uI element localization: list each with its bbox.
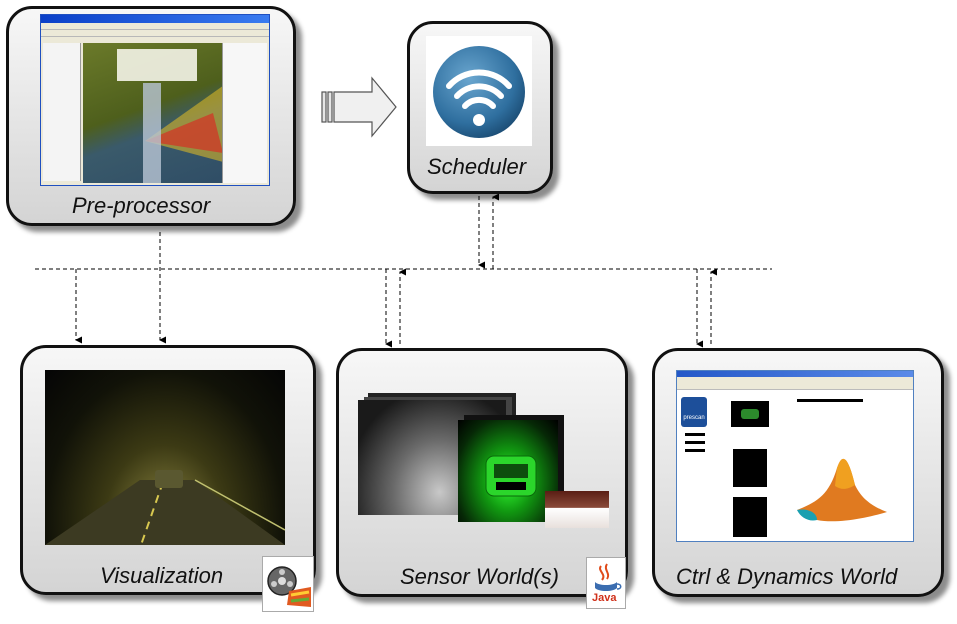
sensor-green-image [458, 420, 558, 522]
scheduler-icon-panel [426, 36, 532, 146]
preprocessor-screenshot [40, 14, 270, 186]
java-icon: Java [586, 557, 626, 609]
sensor-brown-image [545, 491, 609, 528]
ctrl-label: Ctrl & Dynamics World [676, 564, 898, 589]
wireless-signal-icon [433, 46, 525, 138]
film-reel-icon [262, 556, 314, 612]
ctrl-screenshot: prescan [676, 370, 914, 542]
scheduler-label: Scheduler [427, 154, 527, 179]
visualization-label: Visualization [100, 563, 224, 588]
java-logo-text: Java [592, 592, 617, 604]
preprocessor-label: Pre-processor [72, 193, 211, 218]
visualization-image [45, 370, 285, 545]
prescan-logo: prescan [681, 397, 707, 427]
matlab-membrane-icon [797, 458, 887, 522]
sensor-label: Sensor World(s) [400, 564, 559, 589]
